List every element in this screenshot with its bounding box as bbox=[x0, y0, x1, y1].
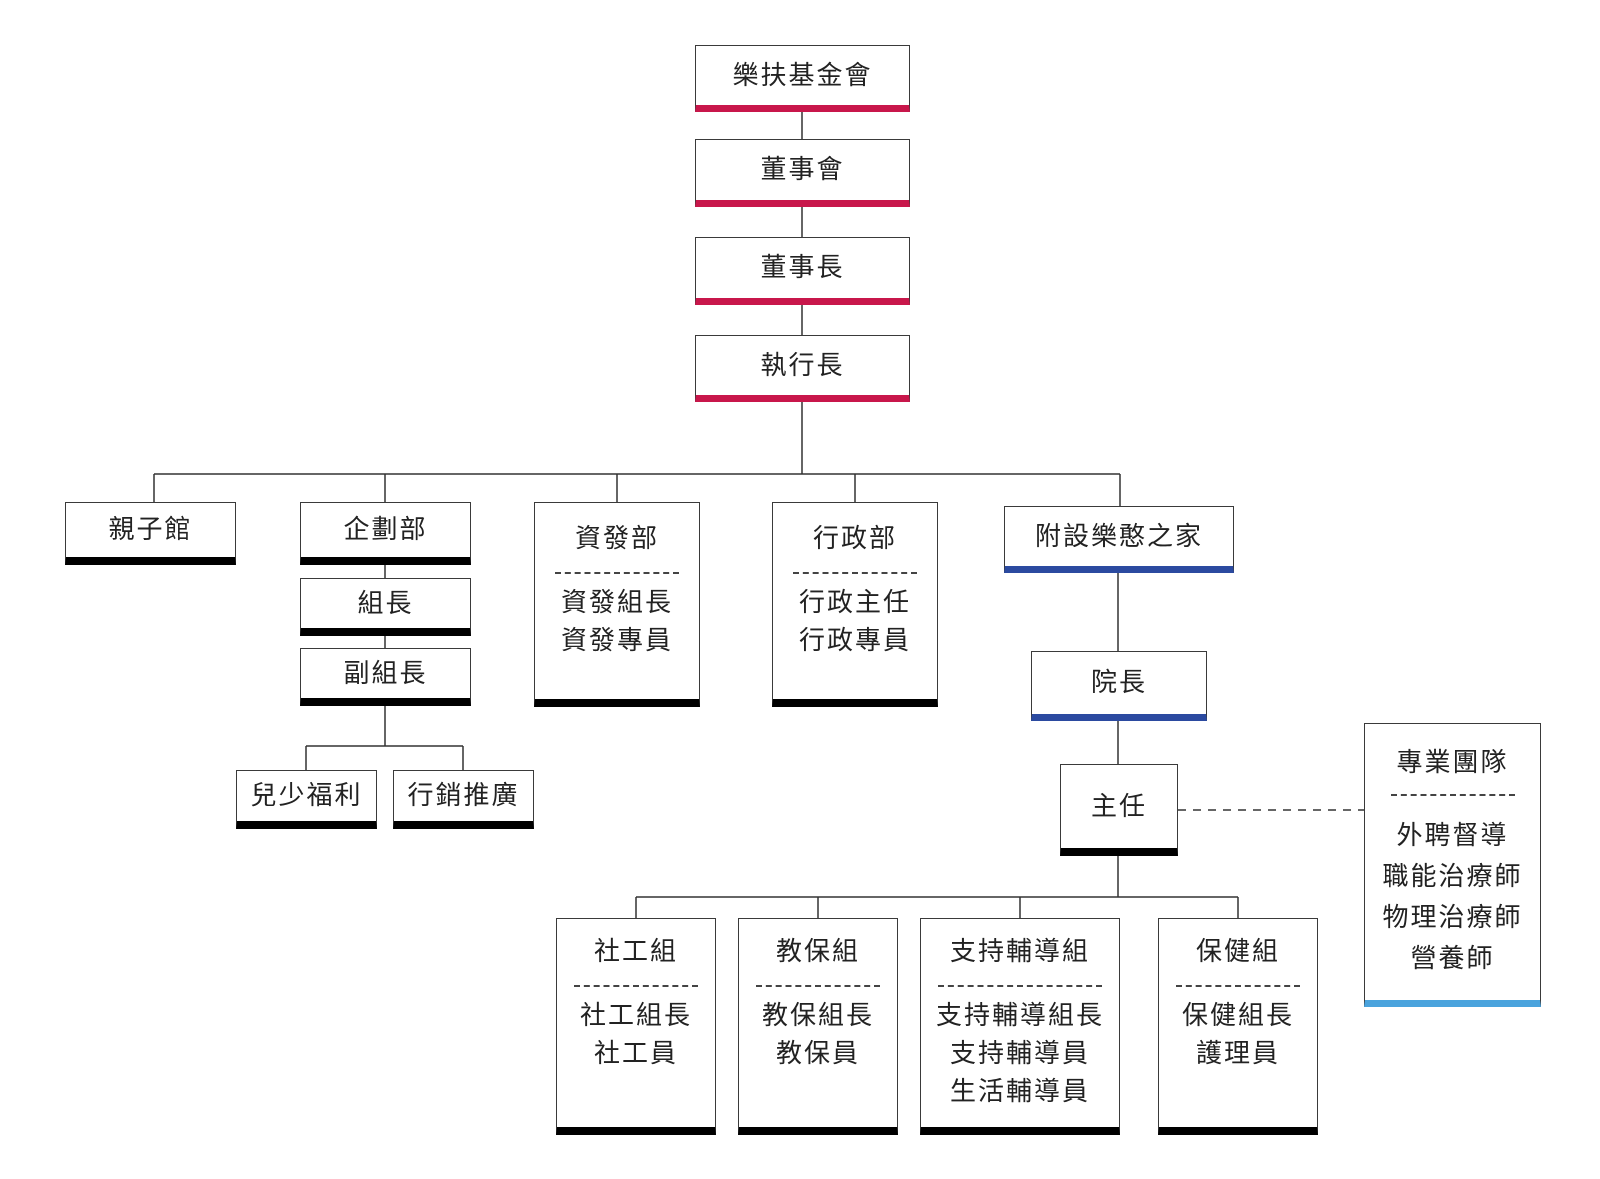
support-guidance-team-box: 支持輔導組 支持輔導組長 支持輔導員 生活輔導員 bbox=[920, 918, 1120, 1135]
social-work-team-box: 社工組 社工組長 社工員 bbox=[556, 918, 716, 1135]
divider bbox=[793, 572, 917, 574]
parent-child-center-label: 親子館 bbox=[108, 515, 193, 545]
education-care-team-box: 教保組 教保組長 教保員 bbox=[738, 918, 898, 1135]
marketing-box: 行銷推廣 bbox=[393, 770, 534, 829]
staff-item: 支持輔導組長 bbox=[935, 1001, 1104, 1031]
divider bbox=[574, 985, 698, 987]
staff-item: 行政專員 bbox=[798, 626, 911, 656]
fund-dev-dept-title: 資發部 bbox=[574, 524, 659, 554]
child-welfare-box: 兒少福利 bbox=[236, 770, 377, 829]
health-team-box: 保健組 保健組長 護理員 bbox=[1158, 918, 1318, 1135]
planning-leader-label: 組長 bbox=[357, 588, 414, 619]
staff-item: 支持輔導員 bbox=[949, 1039, 1090, 1069]
planning-leader-box: 組長 bbox=[300, 578, 471, 636]
health-team-title: 保健組 bbox=[1195, 937, 1280, 967]
child-welfare-label: 兒少福利 bbox=[250, 781, 363, 811]
director-box: 院長 bbox=[1031, 651, 1207, 721]
member-item: 職能治療師 bbox=[1382, 862, 1523, 892]
staff-item: 護理員 bbox=[1195, 1039, 1280, 1069]
ceo-box: 執行長 bbox=[695, 335, 910, 402]
planning-dept-box: 企劃部 bbox=[300, 502, 471, 565]
chairman-label: 董事長 bbox=[760, 253, 845, 283]
divider bbox=[938, 985, 1102, 987]
divider bbox=[1176, 985, 1300, 987]
manager-box: 主任 bbox=[1060, 764, 1178, 856]
staff-item: 社工員 bbox=[593, 1039, 678, 1069]
admin-dept-title: 行政部 bbox=[812, 524, 897, 554]
director-label: 院長 bbox=[1090, 668, 1147, 698]
affiliated-home-label: 附設樂憨之家 bbox=[1034, 521, 1203, 552]
manager-label: 主任 bbox=[1090, 791, 1147, 822]
affiliated-home-box: 附設樂憨之家 bbox=[1004, 506, 1234, 573]
staff-item: 社工組長 bbox=[579, 1001, 692, 1031]
foundation-box: 樂扶基金會 bbox=[695, 45, 910, 112]
planning-deputy-box: 副組長 bbox=[300, 648, 471, 706]
staff-item: 教保員 bbox=[775, 1039, 860, 1069]
divider bbox=[756, 985, 880, 987]
ceo-label: 執行長 bbox=[760, 350, 845, 381]
staff-item: 資發組長 bbox=[560, 588, 673, 618]
planning-deputy-label: 副組長 bbox=[343, 658, 428, 689]
staff-item: 保健組長 bbox=[1181, 1001, 1294, 1031]
professional-team-box: 專業團隊 外聘督導 職能治療師 物理治療師 營養師 bbox=[1364, 723, 1541, 1007]
member-item: 外聘督導 bbox=[1396, 821, 1509, 851]
parent-child-center-box: 親子館 bbox=[65, 502, 236, 565]
chairman-box: 董事長 bbox=[695, 237, 910, 305]
divider bbox=[1390, 794, 1515, 796]
board-label: 董事會 bbox=[760, 155, 845, 185]
support-guidance-team-title: 支持輔導組 bbox=[949, 937, 1090, 967]
staff-item: 行政主任 bbox=[798, 588, 911, 618]
member-item: 營養師 bbox=[1410, 944, 1495, 974]
member-item: 物理治療師 bbox=[1382, 903, 1523, 933]
professional-team-title: 專業團隊 bbox=[1396, 748, 1509, 778]
fund-dev-dept-box: 資發部 資發組長 資發專員 bbox=[534, 502, 700, 707]
staff-item: 資發專員 bbox=[560, 626, 673, 656]
board-box: 董事會 bbox=[695, 139, 910, 207]
foundation-label: 樂扶基金會 bbox=[732, 60, 873, 91]
marketing-label: 行銷推廣 bbox=[407, 781, 520, 811]
education-care-team-title: 教保組 bbox=[775, 937, 860, 967]
social-work-team-title: 社工組 bbox=[593, 937, 678, 967]
divider bbox=[555, 572, 679, 574]
staff-item: 教保組長 bbox=[761, 1001, 874, 1031]
staff-item: 生活輔導員 bbox=[949, 1077, 1090, 1107]
admin-dept-box: 行政部 行政主任 行政專員 bbox=[772, 502, 938, 707]
planning-dept-label: 企劃部 bbox=[343, 515, 428, 545]
